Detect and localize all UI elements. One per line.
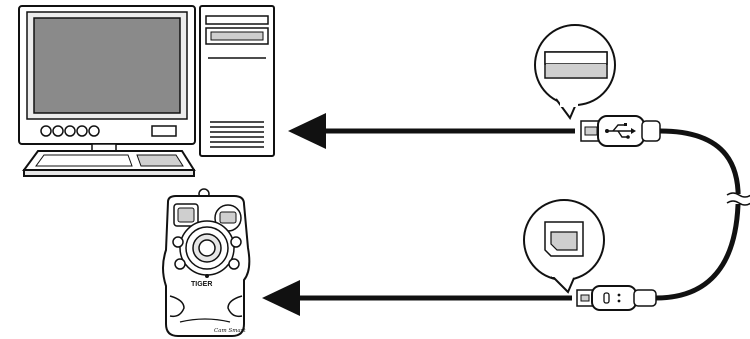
keyboard-icon [22,150,196,177]
usb-trident-symbol-icon [605,123,636,139]
monitor [18,5,196,154]
camera-side-buttons [172,236,242,270]
usb-b-port-tongue [550,231,578,251]
arrow-to-camera [262,280,572,316]
usb-cable [655,128,741,301]
usb-a-connector-icon [580,115,661,147]
callout-usb-a-port [534,24,616,120]
usb-a-port-tongue [546,64,606,77]
camera-footer-script: Cam Smart [214,328,246,334]
monitor-screen [33,17,181,114]
callout-usb-b-port [523,199,605,294]
tower-drive-slot [210,31,264,41]
tower-case-icon [199,5,275,157]
tower-vents [210,121,264,148]
arrow-head-top-icon [288,113,326,149]
camera-brand-label: TIGER [191,281,212,288]
monitor-buttons [40,125,100,137]
monitor-power-slot [151,125,177,137]
cable-break-mark [726,192,750,206]
tower-drive-bay-1 [205,15,269,25]
usb-mini-connector-icon [576,285,657,311]
arrow-head-bottom-icon [262,280,300,316]
arrow-to-computer [288,113,575,149]
digital-camera-icon: TIGER Cam Smart [162,188,251,337]
